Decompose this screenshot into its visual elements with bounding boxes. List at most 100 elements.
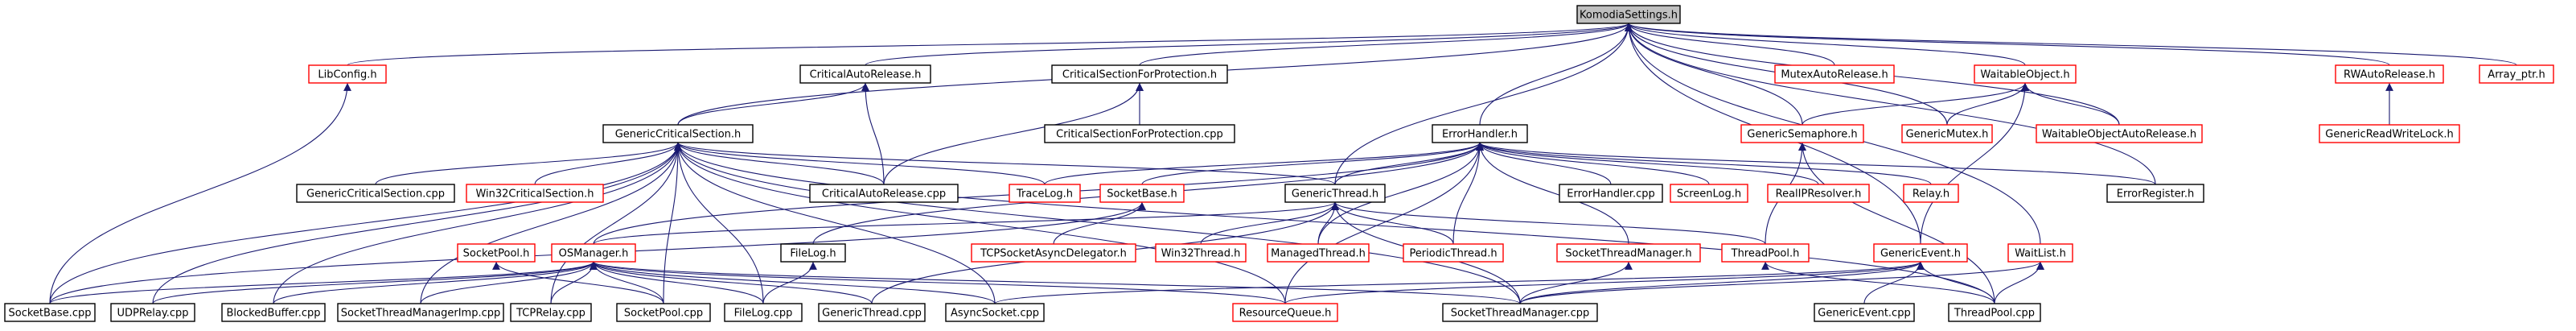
node-label: BlockedBuffer.cpp — [227, 308, 321, 320]
node-genericevent_cpp[interactable]: GenericEvent.cpp — [1814, 303, 1915, 322]
node-relay[interactable]: Relay.h — [1903, 184, 1959, 203]
node-realipresolver[interactable]: RealIPResolver.h — [1767, 184, 1870, 203]
edge-errorhandler_cpp-to-errorhandler_h — [1476, 142, 1612, 185]
node-box — [510, 303, 592, 322]
node-box — [971, 243, 1136, 263]
node-box — [1232, 303, 1338, 322]
node-label: CriticalSectionForProtection.h — [1062, 69, 1217, 81]
node-label: SocketPool.cpp — [624, 308, 703, 320]
edge-socketbase_h-to-errorhandler_h — [1141, 142, 1484, 185]
node-box — [1721, 243, 1810, 263]
node-box — [1432, 124, 1528, 143]
edge-tcpsocketasync-to-socketbase_h — [1053, 201, 1146, 245]
node-periodicthread[interactable]: PeriodicThread.h — [1403, 243, 1504, 263]
node-box — [1155, 243, 1247, 263]
node-win32cs[interactable]: Win32CriticalSection.h — [466, 184, 604, 203]
edge-layer — [49, 23, 2517, 304]
node-waitlist[interactable]: WaitList.h — [2007, 243, 2073, 263]
node-genericmutex[interactable]: GenericMutex.h — [1901, 124, 1993, 143]
node-csfp_h[interactable]: CriticalSectionForProtection.h — [1051, 64, 1228, 84]
node-label: GenericEvent.h — [1880, 248, 1961, 260]
node-win32thread[interactable]: Win32Thread.h — [1155, 243, 1247, 263]
node-genericsemaphore[interactable]: GenericSemaphore.h — [1740, 124, 1864, 143]
node-genericcs_cpp[interactable]: GenericCriticalSection.cpp — [296, 184, 455, 203]
node-tcprelay[interactable]: TCPRelay.cpp — [510, 303, 592, 322]
node-socketbase_h[interactable]: SocketBase.h — [1099, 184, 1185, 203]
node-box — [296, 184, 455, 203]
node-criticalautorelease_h[interactable]: CriticalAutoRelease.h — [799, 64, 931, 84]
node-label: SocketBase.h — [1107, 188, 1177, 201]
edge-mutexautorelease-to-komodia — [1625, 23, 1835, 66]
node-stm_cpp[interactable]: SocketThreadManager.cpp — [1442, 303, 1598, 322]
node-label: CriticalSectionForProtection.cpp — [1056, 129, 1223, 141]
node-resourcequeue[interactable]: ResourceQueue.h — [1232, 303, 1338, 322]
node-libconfig[interactable]: LibConfig.h — [308, 64, 387, 84]
node-box — [1403, 243, 1504, 263]
node-managedthread[interactable]: ManagedThread.h — [1267, 243, 1370, 263]
node-tcpsocketasync[interactable]: TCPSocketAsyncDelegator.h — [971, 243, 1136, 263]
node-komodia[interactable]: KomodiaSettings.h — [1576, 5, 1681, 24]
node-errorhandler_cpp[interactable]: ErrorHandler.cpp — [1559, 184, 1663, 203]
node-label: ErrorHandler.cpp — [1567, 188, 1654, 201]
node-box — [1009, 184, 1081, 203]
edge-threadpool_cpp-to-waitlist — [1994, 261, 2044, 304]
edge-realipresolver-to-errorhandler_h — [1476, 142, 1819, 185]
node-filelog_cpp[interactable]: FileLog.cpp — [724, 303, 803, 322]
node-osmanager[interactable]: OSManager.h — [551, 243, 636, 263]
node-box — [809, 184, 959, 203]
node-waitableobjar[interactable]: WaitableObjectAutoRelease.h — [2036, 124, 2203, 143]
node-socketbase_cpp[interactable]: SocketBase.cpp — [4, 303, 96, 322]
edge-relay-to-errorhandler_h — [1476, 142, 1932, 185]
node-box — [1903, 184, 1959, 203]
node-label: ThreadPool.cpp — [1954, 308, 2035, 320]
node-screenlog[interactable]: ScreenLog.h — [1670, 184, 1748, 203]
edge-rwautorelease-to-komodia — [1625, 23, 2390, 66]
node-blockedbuffer[interactable]: BlockedBuffer.cpp — [221, 303, 326, 322]
node-errorregister[interactable]: ErrorRegister.h — [2106, 184, 2204, 203]
node-label: ErrorRegister.h — [2117, 188, 2194, 201]
node-asyncsocket[interactable]: AsyncSocket.cpp — [945, 303, 1045, 322]
edge-socketbase_cpp-to-genericcs_h — [49, 142, 682, 304]
node-filelog_h[interactable]: FileLog.h — [780, 243, 846, 263]
node-csfp_cpp[interactable]: CriticalSectionForProtection.cpp — [1044, 124, 1235, 143]
node-label: UDPRelay.cpp — [117, 308, 188, 320]
node-label: FileLog.cpp — [734, 308, 793, 320]
node-label: ManagedThread.h — [1271, 248, 1366, 260]
edge-threadpool_h-to-genericthread_h — [1331, 201, 1766, 245]
node-errorhandler_h[interactable]: ErrorHandler.h — [1432, 124, 1528, 143]
node-socketpool_h[interactable]: SocketPool.h — [457, 243, 536, 263]
node-label: GenericCriticalSection.h — [615, 129, 742, 141]
node-arrayptr[interactable]: Array_ptr.h — [2479, 64, 2554, 84]
node-rwautorelease[interactable]: RWAutoRelease.h — [2335, 64, 2444, 84]
edge-periodicthread-to-genericthread_h — [1331, 201, 1454, 245]
node-socketpool_cpp[interactable]: SocketPool.cpp — [616, 303, 711, 322]
edge-resourcequeue-to-errorhandler_h — [1284, 142, 1484, 304]
node-genericcs_h[interactable]: GenericCriticalSection.h — [602, 124, 754, 143]
node-label: FileLog.h — [790, 248, 836, 260]
node-genericthread_h[interactable]: GenericThread.h — [1284, 184, 1386, 203]
node-genericthread_cpp[interactable]: GenericThread.cpp — [818, 303, 926, 322]
node-genericrwlock[interactable]: GenericReadWriteLock.h — [2319, 124, 2460, 143]
node-threadpool_h[interactable]: ThreadPool.h — [1721, 243, 1810, 263]
edge-tracelog-to-genericcs_h — [674, 142, 1046, 185]
node-label: Relay.h — [1912, 188, 1949, 201]
node-stmimp[interactable]: SocketThreadManagerImp.cpp — [337, 303, 504, 322]
node-label: ScreenLog.h — [1677, 188, 1741, 201]
node-waitableobject[interactable]: WaitableObject.h — [1974, 64, 2077, 84]
edge-stm_cpp-to-osmanager — [590, 261, 1521, 304]
node-box — [551, 243, 636, 263]
node-criticalautorelease_cpp[interactable]: CriticalAutoRelease.cpp — [809, 184, 959, 203]
node-box — [221, 303, 326, 322]
node-label: Array_ptr.h — [2488, 69, 2545, 81]
node-box — [945, 303, 1045, 322]
node-box — [2007, 243, 2073, 263]
edge-filelog_cpp-to-filelog_h — [762, 261, 817, 304]
node-tracelog[interactable]: TraceLog.h — [1009, 184, 1081, 203]
node-socketthreadmanager_h[interactable]: SocketThreadManager.h — [1556, 243, 1701, 263]
node-threadpool_cpp[interactable]: ThreadPool.cpp — [1948, 303, 2041, 322]
node-box — [110, 303, 195, 322]
node-mutexautorelease[interactable]: MutexAutoRelease.h — [1774, 64, 1895, 84]
edge-genericcs_h-to-criticalautorelease_h — [677, 82, 869, 126]
node-genericevent_h[interactable]: GenericEvent.h — [1873, 243, 1968, 263]
node-udprelay[interactable]: UDPRelay.cpp — [110, 303, 195, 322]
